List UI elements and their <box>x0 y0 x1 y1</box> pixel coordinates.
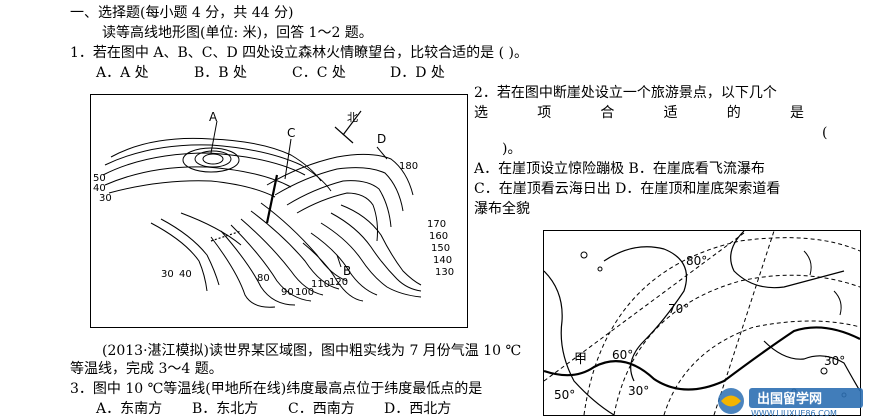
polar-map: 80° 70° 60° 30° 50° 30° 甲 <box>543 230 861 416</box>
contour-label: 100 <box>295 287 314 298</box>
contour-label: 140 <box>433 255 452 266</box>
intro-text: 读等高线地形图(单位: 米)，回答 1～2 题。 <box>102 25 373 41</box>
q2-word: 选 <box>474 105 488 121</box>
q2-word: 合 <box>600 105 615 121</box>
contour-map: A C D B 北 50 40 30 180 170 160 150 140 1… <box>90 94 468 328</box>
site-watermark-logo: 出国留学网 WWW.LIUXUE86.COM <box>715 384 867 418</box>
lon-label-30-west: 30° <box>628 384 649 398</box>
label-b: B <box>343 264 351 278</box>
lat-label-60: 60° <box>612 348 633 362</box>
label-d: D <box>377 132 386 146</box>
contour-label: 30 <box>161 269 174 280</box>
svg-text:WWW.LIUXUE86.COM: WWW.LIUXUE86.COM <box>751 409 837 418</box>
q2-word: 是 <box>789 105 804 121</box>
place-jia: 甲 <box>574 352 587 367</box>
question-3-stem: 3．图中 10 ℃等温线(甲地所在线)纬度最高点位于纬度最低点的是 <box>70 381 483 397</box>
q2-word: 的 <box>726 105 741 121</box>
contour-label: 110 <box>311 279 330 290</box>
option-a: A．A 处 <box>96 65 149 81</box>
option-c: C．C 处 <box>292 65 346 81</box>
option-a: A．东南方 <box>96 401 163 417</box>
contour-label: 150 <box>431 243 450 254</box>
question-1-options: A．A 处 B．B 处 C．C 处 D．D 处 <box>96 64 445 82</box>
option-b: B．B 处 <box>194 65 248 81</box>
question-2-paren-open: ( <box>822 125 828 141</box>
contour-label: 50 <box>93 173 106 184</box>
intro-2-line1: (2013·湛江模拟)读世界某区域图，图中粗实线为 7 月份气温 10 ℃ <box>102 343 522 359</box>
contour-label: 170 <box>427 219 446 230</box>
intro-2-line2: 等温线，完成 3～4 题。 <box>70 361 223 377</box>
contour-label: 120 <box>329 277 348 288</box>
contour-label: 80 <box>257 273 270 284</box>
svg-text:出国留学网: 出国留学网 <box>757 391 822 407</box>
question-2-line2: 选 项 合 适 的 是 <box>474 104 804 122</box>
question-2-paren-close: )。 <box>502 141 522 157</box>
label-a: A <box>209 110 218 124</box>
question-2-option-d-cont: 瀑布全貌 <box>474 201 530 217</box>
question-3-options: A．东南方 B．东北方 C．西南方 D．西北方 <box>96 400 451 418</box>
lat-label-70: 70° <box>668 302 689 316</box>
lon-label-30-east: 30° <box>824 354 845 368</box>
option-d: D．西北方 <box>384 401 452 417</box>
q2-word: 适 <box>663 105 678 121</box>
question-2-options-cd: C．在崖顶看云海日出 D．在崖顶和崖底架索道看 <box>474 181 781 197</box>
question-2-options-ab: A．在崖顶设立惊险蹦极 B．在崖底看飞流瀑布 <box>474 161 765 177</box>
lat-label-80: 80° <box>686 254 707 268</box>
contour-label: 180 <box>399 161 418 172</box>
option-d: D．D 处 <box>390 65 445 81</box>
label-north: 北 <box>347 111 358 124</box>
contour-label: 40 <box>93 183 106 194</box>
polar-map-svg: 80° 70° 60° 30° 50° 30° 甲 <box>544 231 860 415</box>
lon-label-50: 50° <box>554 388 575 402</box>
question-2-line1: 2．若在图中断崖处设立一个旅游景点，以下几个 <box>474 85 777 101</box>
section-heading: 一、选择题(每小题 4 分，共 44 分) <box>70 5 294 21</box>
contour-label: 40 <box>179 269 192 280</box>
contour-label: 90 <box>281 287 294 298</box>
contour-label: 160 <box>429 231 448 242</box>
option-c: C．西南方 <box>288 401 355 417</box>
label-c: C <box>287 126 295 140</box>
contour-label: 130 <box>435 267 454 278</box>
q2-word: 项 <box>537 105 552 121</box>
contour-label: 30 <box>99 193 112 204</box>
question-1-stem: 1．若在图中 A、B、C、D 四处设立森林火情瞭望台，比较合适的是 ( )。 <box>70 45 528 61</box>
option-b: B．东北方 <box>192 401 259 417</box>
contour-map-svg: A C D B 北 50 40 30 180 170 160 150 140 1… <box>93 110 454 308</box>
